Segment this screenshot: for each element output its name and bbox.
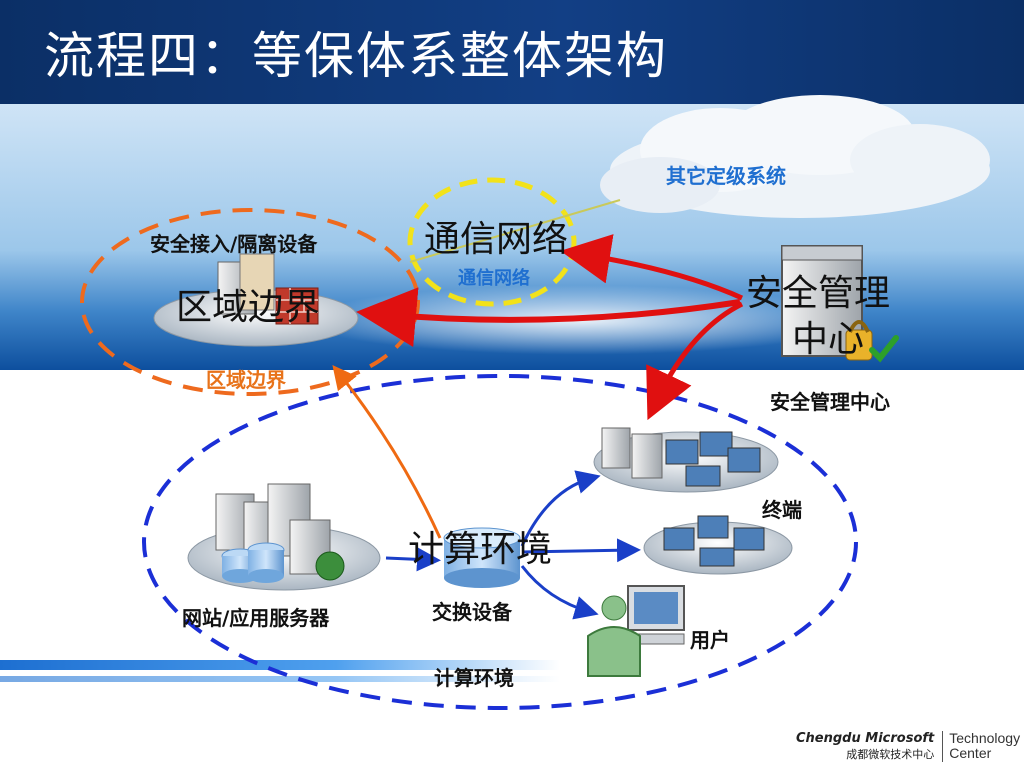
terminal-group-middle-icon <box>643 515 793 575</box>
arrow-mgmt-to-network <box>560 234 744 301</box>
brand-line2: 成都微软技术中心 <box>846 747 935 761</box>
decorative-stripe-top <box>0 660 560 670</box>
compute-big-label: 计算环境 <box>408 529 553 570</box>
brand-right1: Technology <box>949 730 1021 746</box>
brand-line1: Chengdu Microsoft <box>796 730 935 746</box>
switch-device-icon <box>443 527 521 588</box>
mgmt-big-label-line2: 中心 <box>792 319 865 360</box>
access-device-label: 安全接入/隔离设备 <box>150 232 318 256</box>
boundary-big-label: 区域边界 <box>176 287 321 328</box>
user-icon <box>587 585 685 677</box>
arrow-servers-to-switch <box>385 547 441 572</box>
management-server-icon <box>781 245 899 363</box>
compute-ellipse <box>142 374 858 710</box>
arrow-switch-to-user <box>520 565 599 620</box>
network-small-label: 通信网络 <box>458 268 530 289</box>
arrow-compute-to-boundary <box>332 364 442 539</box>
arrow-mgmt-to-compute <box>646 301 744 421</box>
arrow-switch-to-terminal-top <box>520 470 601 547</box>
boundary-device-icon <box>153 253 359 347</box>
brand-left: Chengdu Microsoft 成都微软技术中心 <box>796 730 944 762</box>
terminal-group-top-icon <box>593 427 779 493</box>
decorative-stripe-bottom <box>0 676 560 682</box>
boundary-small-label: 区域边界 <box>206 368 286 392</box>
user-label: 用户 <box>690 628 730 652</box>
terminal-label: 终端 <box>762 498 802 522</box>
brand-right2: Center <box>949 745 992 761</box>
title-bar: 流程四：等保体系整体架构 <box>0 0 1024 104</box>
switch-label: 交换设备 <box>432 600 512 624</box>
compute-small-label: 计算环境 <box>434 666 514 690</box>
brand-right: Technology Center <box>943 731 1020 761</box>
network-big-label: 通信网络 <box>424 219 569 260</box>
arrow-mgmt-to-boundary <box>356 287 741 348</box>
brand-logo: Chengdu Microsoft 成都微软技术中心 Technology Ce… <box>796 728 1020 764</box>
page-title: 流程四：等保体系整体架构 <box>44 27 668 85</box>
servers-label: 网站/应用服务器 <box>182 606 330 630</box>
mgmt-small-label: 安全管理中心 <box>770 390 890 414</box>
cloud-shape <box>600 95 990 218</box>
application-servers-icon <box>187 483 381 591</box>
cloud-label: 其它定级系统 <box>666 164 786 188</box>
mgmt-big-label-line1: 安全管理 <box>746 273 891 314</box>
link-network-to-cloud <box>409 199 621 263</box>
arrow-switch-to-terminal-middle <box>521 538 641 563</box>
